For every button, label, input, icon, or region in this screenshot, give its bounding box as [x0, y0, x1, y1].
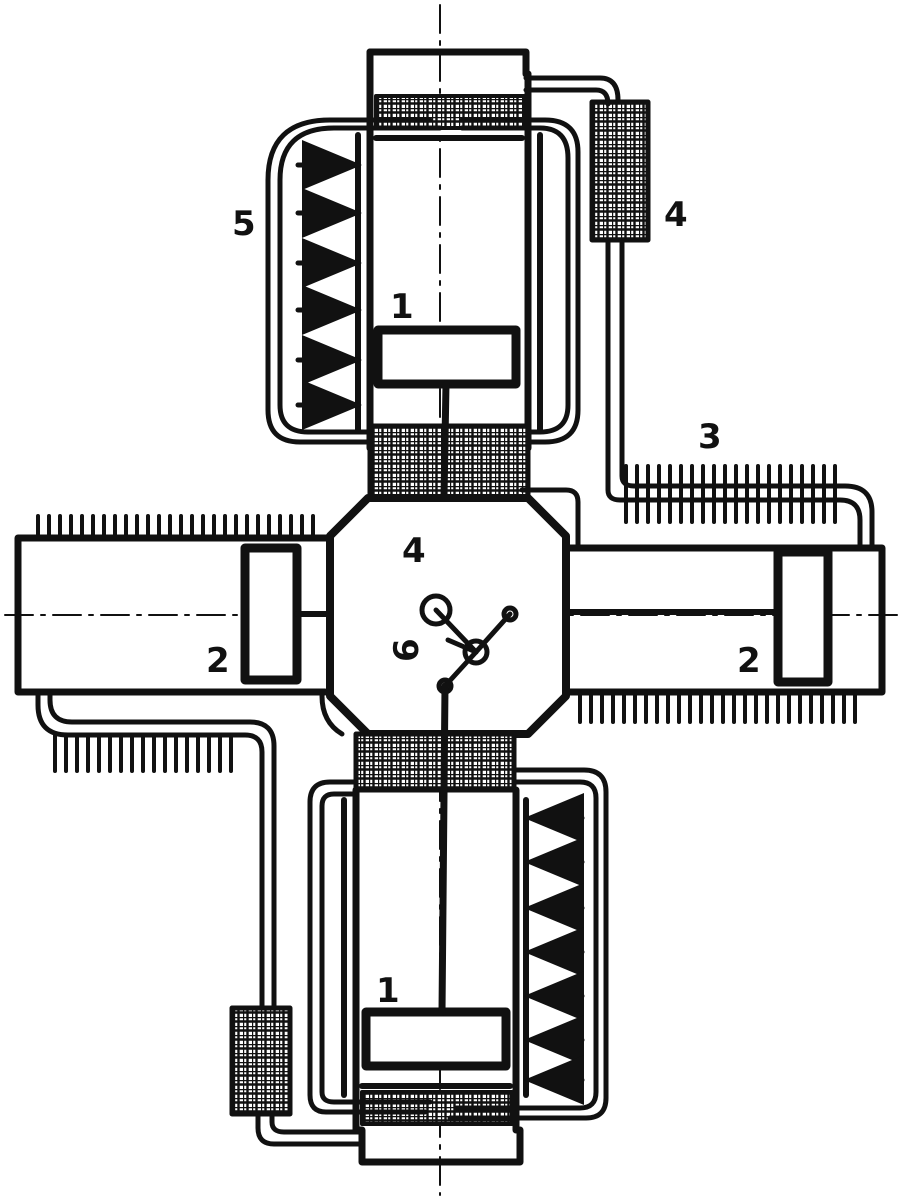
heater-bottom [307, 767, 609, 1121]
right-cylinder [561, 544, 886, 696]
label-fins: 3 [698, 417, 722, 457]
heater-flow-arrows-top [295, 140, 362, 430]
labels: 5 1 4 3 4 2 2 6 1 [206, 195, 761, 1011]
label-heater: 5 [232, 204, 256, 244]
regenerator-bottom [229, 1005, 293, 1117]
piston-top [373, 325, 521, 389]
label-piston-left: 2 [206, 641, 230, 681]
label-piston-right: 2 [737, 641, 761, 681]
cooling-fins [36, 464, 857, 773]
label-regenerator: 4 [664, 195, 688, 235]
regenerator-bottom-pipes [35, 689, 365, 1147]
bottom-piston-rod [438, 682, 449, 1016]
heater-5 [265, 117, 581, 445]
top-cooler-mesh [374, 94, 526, 130]
piston-bottom [361, 1007, 511, 1071]
label-piston-top: 1 [390, 287, 414, 327]
label-crankcase: 4 [402, 531, 426, 571]
regenerator-top [589, 99, 651, 243]
regenerator-top-pipes [519, 75, 875, 551]
piston-left [240, 543, 302, 685]
label-piston-bottom: 1 [376, 971, 400, 1011]
piston-right [773, 547, 833, 687]
label-crank: 6 [387, 638, 427, 662]
top-neck-mesh [367, 423, 531, 501]
crank-6 [419, 593, 519, 695]
heater-flow-arrows-bottom [524, 793, 585, 1105]
bottom-neck-mesh [353, 731, 517, 793]
